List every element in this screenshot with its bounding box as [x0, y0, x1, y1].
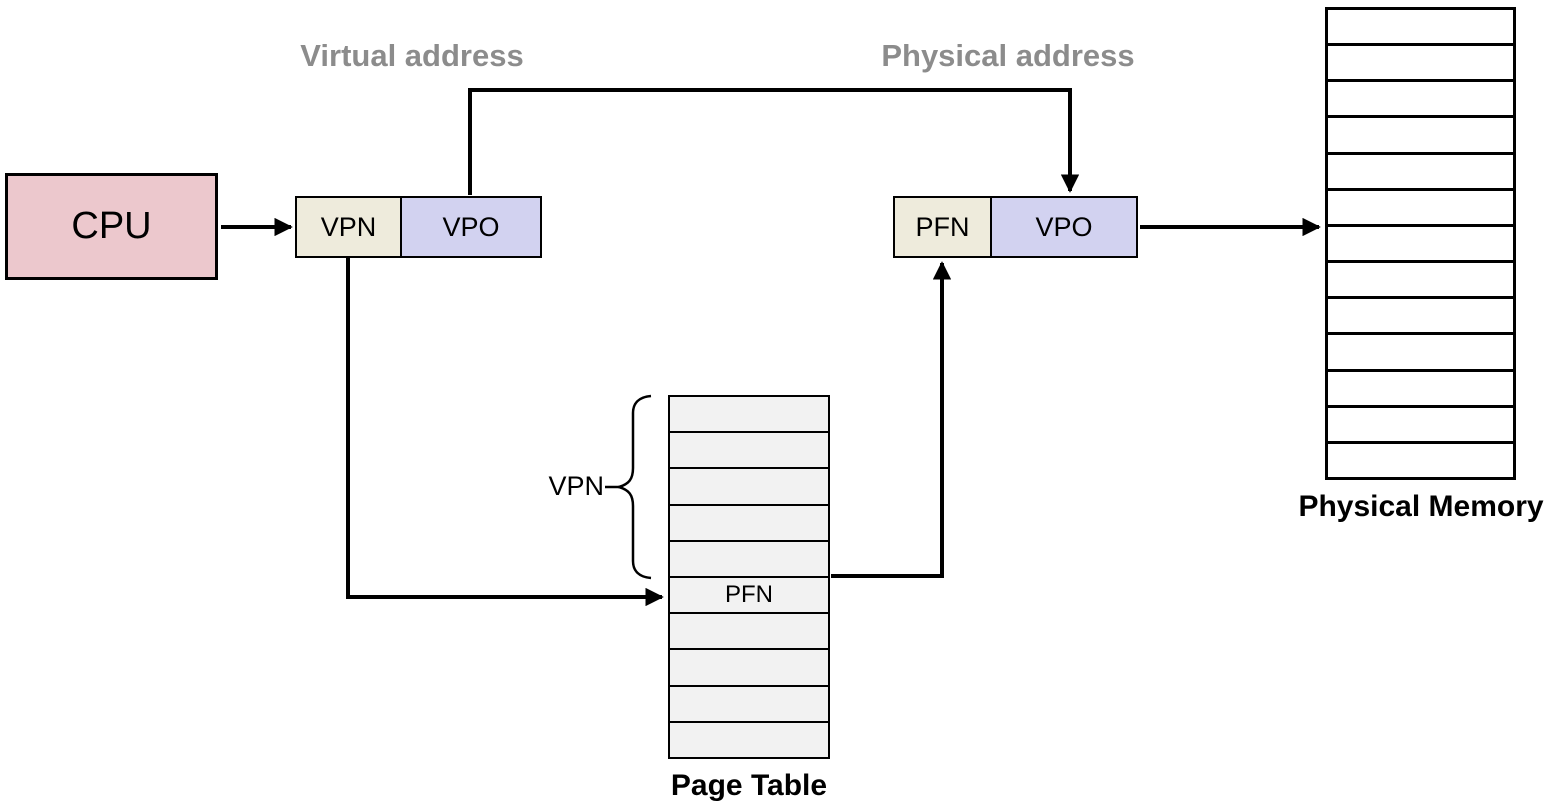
physical-memory-row	[1328, 296, 1513, 333]
virtual-address-title: Virtual address	[300, 38, 524, 73]
page-table-pfn-entry-label: PFN	[725, 581, 773, 609]
physical-memory-row	[1328, 43, 1513, 80]
page-table-row	[670, 503, 828, 540]
page-table-row	[670, 720, 828, 758]
page-table-row	[670, 684, 828, 721]
pfn-field: PFN	[895, 198, 990, 256]
page-table-title: Page Table	[670, 769, 828, 802]
physical-address-title: Physical address	[881, 38, 1135, 73]
physical-memory-row	[1328, 223, 1513, 261]
page-table-row	[670, 397, 828, 432]
physical-memory-row	[1328, 115, 1513, 152]
vpn-brace	[614, 394, 652, 580]
vpo-field-label: VPO	[442, 211, 500, 242]
vpo-field-physical: VPO	[990, 198, 1136, 256]
vpn-field-label: VPN	[320, 211, 377, 242]
physical-memory-row	[1328, 332, 1513, 369]
page-table-row	[670, 648, 828, 685]
vpn-brace-label: VPN	[548, 471, 604, 501]
vpo-field-physical-label: VPO	[1035, 211, 1093, 242]
cpu-label: CPU	[71, 205, 152, 247]
physical-memory-title: Physical Memory	[1298, 490, 1544, 523]
page-table-row	[670, 612, 828, 649]
page-table-row: PFN	[670, 576, 828, 613]
physical-memory-row	[1328, 440, 1513, 478]
arrow-vpo-to-physical-vpo	[468, 88, 1080, 195]
physical-memory-row	[1328, 368, 1513, 405]
physical-memory-row	[1328, 10, 1513, 44]
physical-memory-row	[1328, 404, 1513, 441]
physical-memory-row	[1328, 260, 1513, 297]
arrow-vpn-to-page-table	[346, 258, 664, 607]
physical-address-box: PFN VPO	[893, 196, 1138, 258]
page-table-row	[670, 431, 828, 468]
virtual-address-box: VPN VPO	[295, 196, 542, 258]
physical-memory-row	[1328, 187, 1513, 224]
physical-memory-row	[1328, 79, 1513, 116]
arrow-page-table-to-pfn	[831, 261, 952, 578]
cpu-box: CPU	[5, 173, 218, 280]
physical-memory	[1325, 7, 1516, 480]
page-table-row	[670, 539, 828, 577]
physical-memory-row	[1328, 151, 1513, 188]
pfn-field-label: PFN	[915, 211, 970, 242]
vpo-field: VPO	[400, 198, 540, 256]
page-table: PFN	[668, 395, 830, 759]
vpn-field: VPN	[297, 198, 400, 256]
page-table-row	[670, 467, 828, 504]
